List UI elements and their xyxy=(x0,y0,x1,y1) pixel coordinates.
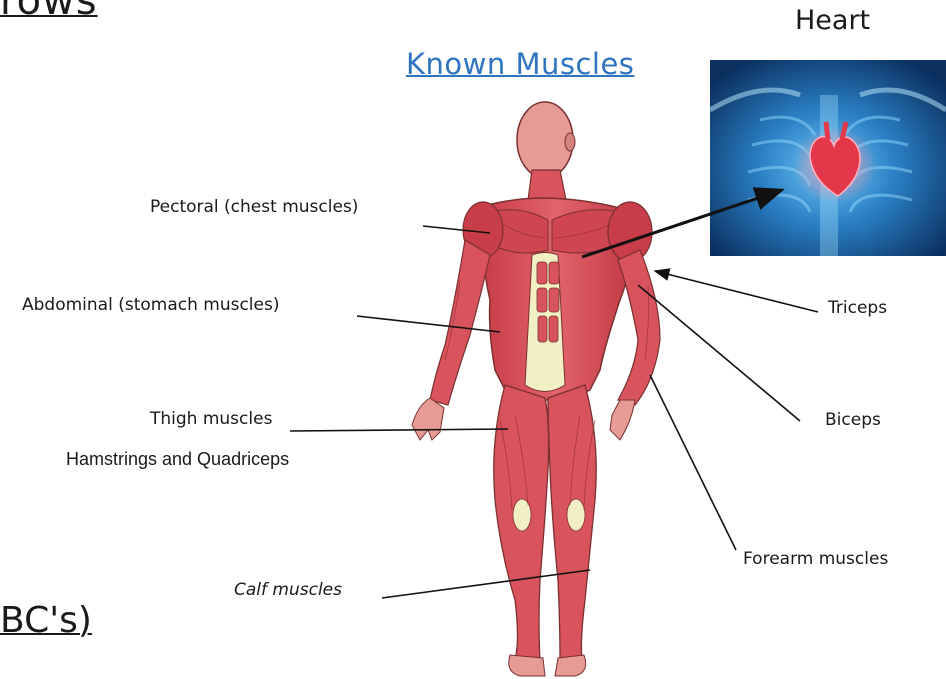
label-pectoral: Pectoral (chest muscles) xyxy=(150,197,358,217)
label-biceps: Biceps xyxy=(825,410,881,430)
muscle-figure xyxy=(412,102,660,676)
thigh-pointer xyxy=(290,429,508,431)
label-calf: Calf muscles xyxy=(234,580,342,600)
label-triceps: Triceps xyxy=(828,298,887,318)
label-thigh: Thigh muscles xyxy=(150,409,272,429)
heart-image xyxy=(710,60,946,256)
abdominal-pointer xyxy=(357,316,500,332)
forearm-pointer xyxy=(650,375,736,550)
triceps-pointer xyxy=(655,271,818,312)
label-forearm: Forearm muscles xyxy=(743,549,888,569)
label-hamstrings: Hamstrings and Quadriceps xyxy=(66,449,289,470)
label-abdominal: Abdominal (stomach muscles) xyxy=(22,295,279,315)
